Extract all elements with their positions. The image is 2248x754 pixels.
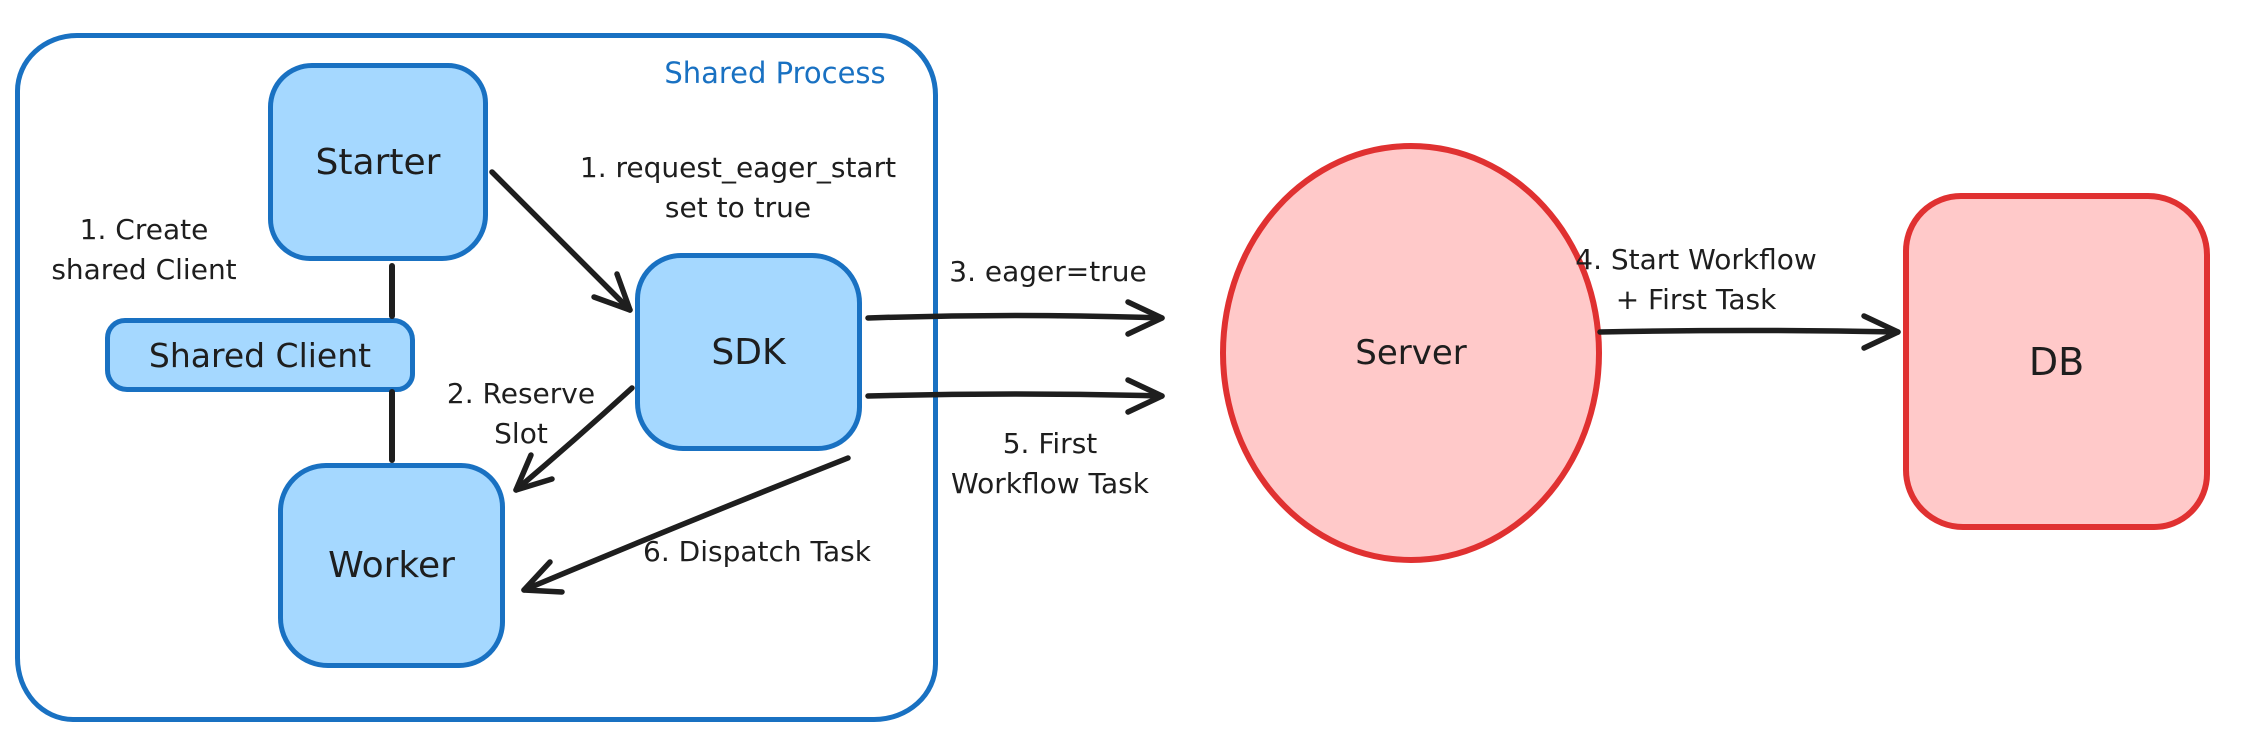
annotation-create-shared-client-line1: 1. Create (79, 213, 209, 246)
annotation-start-workflow: 4. Start Workflow + First Task (1526, 240, 1866, 320)
annotation-first-workflow-task-line2: Workflow Task (951, 467, 1149, 500)
annotation-dispatch-task: 6. Dispatch Task (643, 535, 871, 568)
annotation-reserve-slot: 2. Reserve Slot (411, 374, 631, 454)
annotation-first-workflow-task-line1: 5. First (1002, 427, 1098, 460)
arrow-start-workflow (1597, 313, 1901, 351)
node-server: Server (1220, 143, 1602, 563)
node-sdk-label: SDK (711, 331, 786, 373)
annotation-first-workflow-task: 5. First Workflow Task (900, 424, 1200, 504)
node-starter: Starter (268, 63, 488, 261)
annotation-request-eager-start-line2: set to true (664, 191, 812, 224)
node-sdk: SDK (635, 253, 862, 451)
node-server-label: Server (1355, 333, 1467, 373)
annotation-start-workflow-line1: 4. Start Workflow (1575, 243, 1817, 276)
annotation-create-shared-client-line2: shared Client (51, 253, 237, 286)
shared-process-container (15, 33, 938, 722)
annotation-start-workflow-line2: + First Task (1615, 283, 1777, 316)
node-db-label: DB (2028, 339, 2085, 384)
node-shared-client: Shared Client (105, 318, 415, 392)
annotation-request-eager-start-line1: 1. request_eager_start (579, 151, 897, 184)
shared-process-label: Shared Process (664, 56, 886, 90)
node-worker: Worker (278, 463, 505, 668)
annotation-reserve-slot-line2: Slot (494, 417, 548, 450)
node-shared-client-label: Shared Client (148, 335, 372, 375)
annotation-create-shared-client: 1. Create shared Client (14, 210, 274, 290)
annotation-request-eager-start: 1. request_eager_start set to true (528, 148, 948, 228)
node-db: DB (1903, 193, 2210, 530)
annotation-eager-true: 3. eager=true (949, 255, 1147, 288)
annotation-reserve-slot-line1: 2. Reserve (446, 377, 596, 410)
node-starter-label: Starter (315, 141, 441, 183)
node-worker-label: Worker (328, 545, 455, 586)
